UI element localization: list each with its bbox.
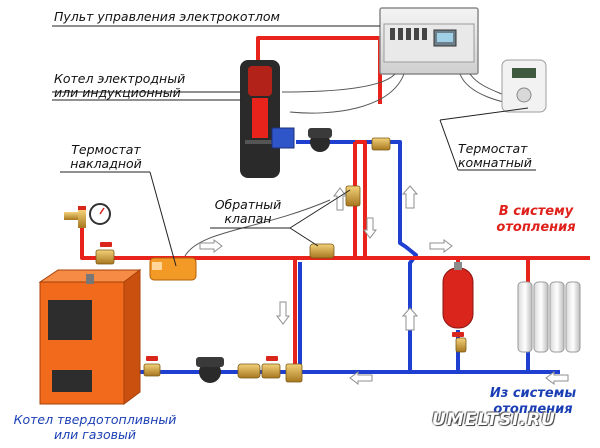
solid-fuel-boiler-unit bbox=[38, 269, 142, 405]
overhead-thermostat-device bbox=[149, 257, 197, 281]
from-heating-label: Из системы отопления bbox=[489, 386, 577, 417]
valve-handles bbox=[100, 242, 464, 361]
arrow-icon bbox=[429, 239, 453, 253]
electrode-boiler-label: Котел электродный или индукционный bbox=[54, 71, 186, 100]
arrow-icon bbox=[401, 185, 419, 209]
arrow-icon bbox=[545, 371, 569, 385]
arrow-icon bbox=[363, 217, 377, 239]
pump-icon bbox=[196, 357, 224, 383]
check-valve-label: Обратный клапан bbox=[214, 197, 282, 226]
valve-icon bbox=[95, 137, 467, 383]
leader-lines bbox=[52, 25, 536, 267]
control-panel-box bbox=[379, 7, 479, 75]
arrow-icon bbox=[401, 307, 419, 331]
safety-group bbox=[64, 203, 111, 228]
pump-icon bbox=[308, 128, 332, 152]
solid-fuel-boiler-label: Котел твердотопливный или газовый bbox=[13, 412, 177, 442]
valve-icon bbox=[261, 363, 281, 379]
expansion-tank-icon bbox=[442, 262, 474, 329]
flow-arrows bbox=[199, 185, 569, 385]
room-thermostat-label: Термостат комнатный bbox=[458, 141, 532, 170]
to-heating-label: В систему отопления bbox=[496, 204, 576, 235]
electrode-boiler bbox=[240, 60, 295, 178]
radiator-icon bbox=[517, 281, 581, 353]
arrow-icon bbox=[199, 239, 223, 253]
room-thermostat-device bbox=[501, 59, 547, 113]
control-panel-label: Пульт управления электрокотлом bbox=[54, 9, 280, 24]
overhead-thermostat-label: Термостат накладной bbox=[70, 142, 142, 171]
arrow-icon bbox=[276, 301, 290, 325]
watermark: UMELTSI.RU bbox=[432, 410, 556, 430]
arrow-icon bbox=[349, 371, 373, 385]
arrow-icon bbox=[333, 187, 347, 211]
